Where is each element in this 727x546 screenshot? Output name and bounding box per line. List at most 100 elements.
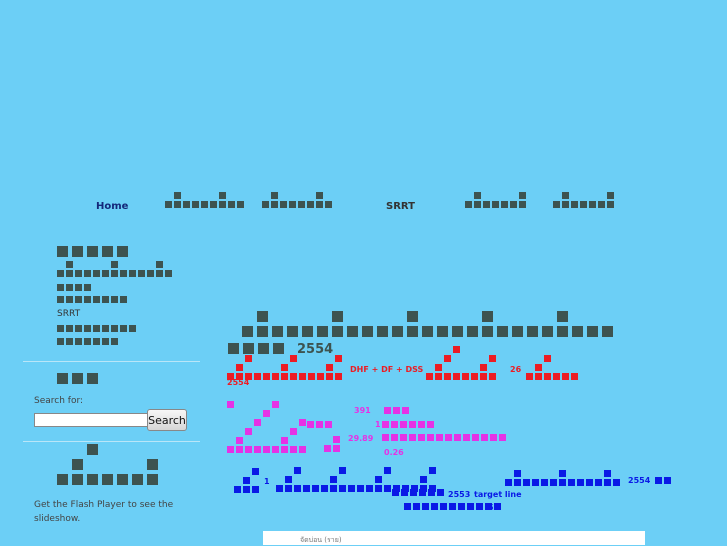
glyph-tile bbox=[437, 489, 444, 496]
glyph-tile bbox=[562, 373, 569, 380]
glyph-tile bbox=[93, 338, 100, 345]
magenta-text-3 bbox=[384, 404, 410, 414]
glyph-tile bbox=[243, 343, 254, 354]
nav-item-6[interactable] bbox=[553, 190, 615, 208]
search-input[interactable] bbox=[34, 413, 148, 427]
glyph-tile bbox=[84, 270, 91, 277]
nav-item-2[interactable] bbox=[165, 190, 245, 208]
magenta-number-391: 391 bbox=[354, 406, 371, 415]
sidebar-link-3[interactable] bbox=[57, 293, 129, 303]
glyph-tile bbox=[307, 421, 314, 428]
glyph-tile bbox=[242, 326, 253, 337]
glyph-tile bbox=[302, 326, 313, 337]
glyph-tile bbox=[138, 270, 145, 277]
search-button[interactable]: Search bbox=[147, 409, 187, 431]
glyph-tile bbox=[467, 326, 478, 337]
glyph-tile bbox=[420, 485, 427, 492]
glyph-tile bbox=[316, 421, 323, 428]
glyph-tile bbox=[483, 201, 490, 208]
glyph-tile bbox=[384, 467, 391, 474]
glyph-tile bbox=[519, 192, 526, 199]
glyph-tile bbox=[333, 436, 340, 443]
glyph-tile bbox=[289, 201, 296, 208]
glyph-tile bbox=[165, 201, 172, 208]
glyph-tile bbox=[271, 192, 278, 199]
glyph-tile bbox=[236, 437, 243, 444]
glyph-tile bbox=[436, 434, 443, 441]
glyph-tile bbox=[324, 445, 331, 452]
glyph-tile bbox=[544, 373, 551, 380]
sidebar-srrt-link[interactable]: SRRT bbox=[57, 309, 81, 319]
glyph-tile bbox=[280, 201, 287, 208]
sidebar-link-6[interactable] bbox=[57, 335, 119, 345]
glyph-tile bbox=[245, 428, 252, 435]
glyph-tile bbox=[377, 326, 388, 337]
glyph-tile bbox=[418, 421, 425, 428]
glyph-tile bbox=[409, 421, 416, 428]
glyph-tile bbox=[655, 477, 662, 484]
glyph-tile bbox=[111, 325, 118, 332]
glyph-tile bbox=[57, 338, 64, 345]
sidebar-link-2[interactable] bbox=[57, 281, 97, 291]
nav-home-link[interactable]: Home bbox=[96, 201, 129, 212]
nav-item-5[interactable] bbox=[465, 190, 527, 208]
glyph-tile bbox=[72, 246, 83, 257]
glyph-tile bbox=[281, 373, 288, 380]
glyph-tile bbox=[57, 284, 64, 291]
glyph-tile bbox=[512, 326, 523, 337]
glyph-tile bbox=[254, 419, 261, 426]
glyph-tile bbox=[514, 470, 521, 477]
glyph-tile bbox=[664, 477, 671, 484]
glyph-tile bbox=[501, 201, 508, 208]
sidebar-link-1[interactable] bbox=[57, 259, 177, 277]
glyph-tile bbox=[102, 246, 113, 257]
glyph-tile bbox=[572, 326, 583, 337]
glyph-tile bbox=[87, 246, 98, 257]
glyph-tile bbox=[494, 503, 501, 510]
magenta-number-29-89: 29.89 bbox=[348, 434, 374, 443]
glyph-tile bbox=[111, 296, 118, 303]
magenta-text-1 bbox=[227, 395, 307, 453]
glyph-tile bbox=[183, 201, 190, 208]
glyph-tile bbox=[480, 373, 487, 380]
glyph-tile bbox=[523, 479, 530, 486]
glyph-tile bbox=[326, 364, 333, 371]
glyph-tile bbox=[375, 485, 382, 492]
glyph-tile bbox=[87, 444, 98, 455]
glyph-tile bbox=[482, 326, 493, 337]
glyph-tile bbox=[317, 326, 328, 337]
glyph-tile bbox=[132, 474, 143, 485]
glyph-tile bbox=[308, 373, 315, 380]
glyph-tile bbox=[307, 201, 314, 208]
nav-item-3[interactable] bbox=[262, 190, 334, 208]
glyph-tile bbox=[489, 355, 496, 362]
glyph-tile bbox=[87, 373, 98, 384]
glyph-tile bbox=[407, 311, 418, 322]
glyph-tile bbox=[210, 201, 217, 208]
glyph-tile bbox=[84, 284, 91, 291]
glyph-tile bbox=[474, 201, 481, 208]
glyph-tile bbox=[467, 503, 474, 510]
blue-number-5: 5 bbox=[488, 503, 494, 512]
blue-target-line-label: target line bbox=[474, 490, 522, 499]
glyph-tile bbox=[236, 373, 243, 380]
glyph-tile bbox=[66, 284, 73, 291]
magenta-text-2 bbox=[307, 418, 335, 428]
glyph-tile bbox=[285, 476, 292, 483]
nav-srrt-link[interactable]: SRRT bbox=[386, 201, 415, 212]
glyph-tile bbox=[339, 485, 346, 492]
glyph-tile bbox=[156, 261, 163, 268]
sidebar-link-5[interactable] bbox=[57, 320, 137, 332]
glyph-tile bbox=[257, 311, 268, 322]
glyph-tile bbox=[258, 343, 269, 354]
glyph-tile bbox=[102, 325, 109, 332]
glyph-tile bbox=[192, 201, 199, 208]
glyph-tile bbox=[333, 445, 340, 452]
red-text-3 bbox=[526, 352, 578, 380]
glyph-tile bbox=[66, 270, 73, 277]
glyph-tile bbox=[281, 446, 288, 453]
glyph-tile bbox=[299, 446, 306, 453]
glyph-tile bbox=[514, 479, 521, 486]
glyph-tile bbox=[519, 201, 526, 208]
glyph-tile bbox=[427, 434, 434, 441]
